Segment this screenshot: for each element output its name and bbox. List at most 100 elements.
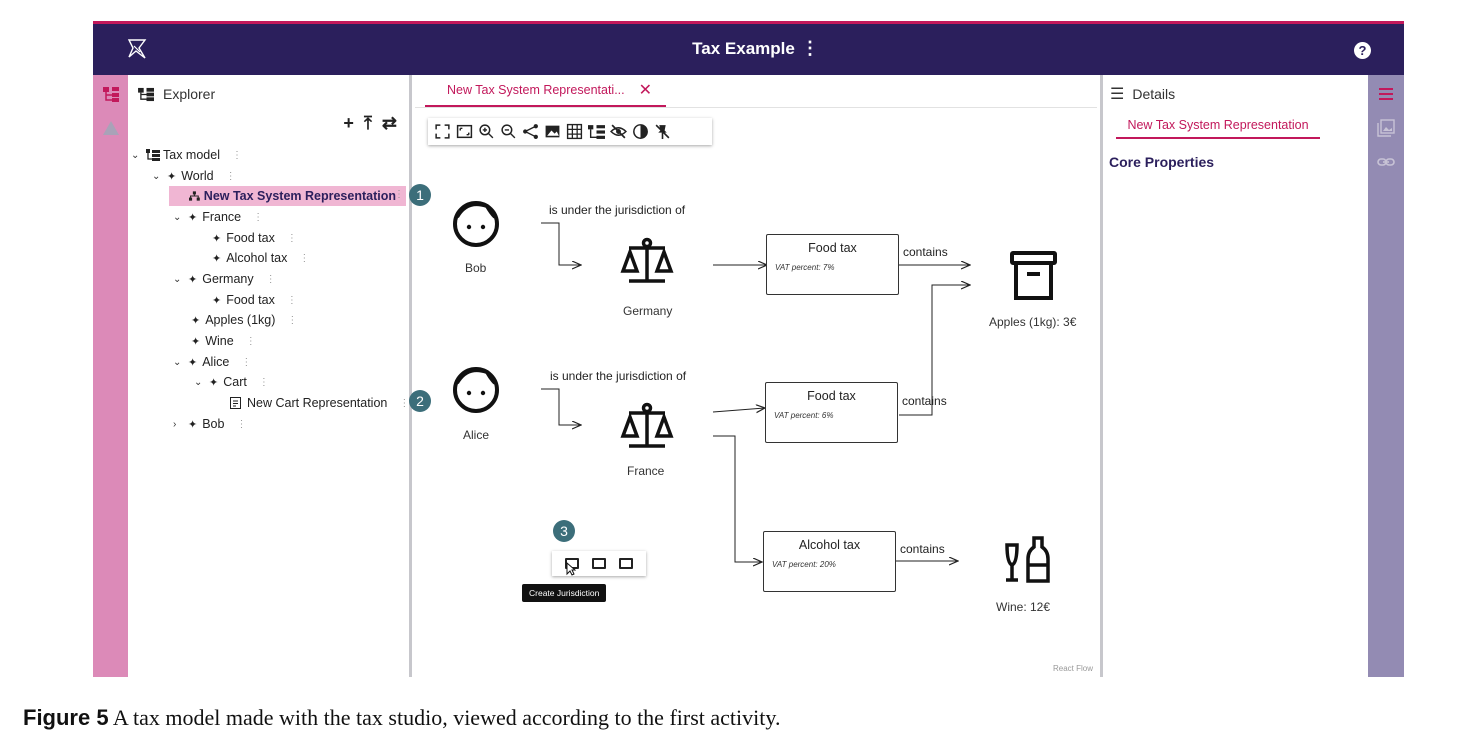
tree-item-alcohol-tax[interactable]: ✦ Alcohol tax ⋮ xyxy=(209,248,309,268)
chevron-down-icon[interactable]: ⌄ xyxy=(152,170,161,182)
create-node-button[interactable] xyxy=(591,558,606,569)
diagram-edges xyxy=(453,201,1057,583)
chevron-down-icon[interactable]: ⌄ xyxy=(173,211,182,223)
contrast-icon[interactable] xyxy=(632,123,649,140)
tree-item-wine[interactable]: ✦ Wine ⋮ xyxy=(188,331,256,351)
node-label-france[interactable]: France xyxy=(627,464,665,478)
edge-contains-2 xyxy=(899,285,970,416)
create-node-button[interactable] xyxy=(619,558,634,569)
tree-item-france[interactable]: ⌄ ✦ France ⋮ xyxy=(173,207,263,227)
tree-item-menu-icon[interactable]: ⋮ xyxy=(241,356,252,368)
tree-item-label: Alcohol tax xyxy=(226,251,288,265)
chevron-down-icon[interactable]: ⌄ xyxy=(173,273,182,285)
gallery-icon[interactable] xyxy=(1377,119,1395,137)
tree-item-alice[interactable]: ⌄ ✦ Alice ⋮ xyxy=(173,352,251,372)
tree-item-menu-icon[interactable]: ⋮ xyxy=(253,211,264,223)
link-icon[interactable] xyxy=(1377,153,1395,171)
tax-node-alcohol-tax[interactable]: Alcohol tax VAT percent: 20% xyxy=(763,531,896,592)
edge-label-jurisdiction[interactable]: is under the jurisdiction of xyxy=(550,369,687,383)
project-menu-icon[interactable]: ⋮ xyxy=(801,38,819,58)
top-bar: Tax Example ⋮ ? xyxy=(93,21,1404,75)
edge-label-jurisdiction[interactable]: is under the jurisdiction of xyxy=(549,203,686,217)
fit-icon[interactable] xyxy=(434,123,451,140)
node-label-germany[interactable]: Germany xyxy=(623,304,673,318)
tab-new-tax-system-representation[interactable]: New Tax System Representati... ✕ xyxy=(425,75,667,107)
element-icon: ✦ xyxy=(212,294,222,307)
tree-item-label: Alice xyxy=(202,355,230,369)
scale-icon-germany xyxy=(620,237,674,283)
tree-item-menu-icon[interactable]: ⋮ xyxy=(245,335,256,347)
tree-item-tax-model[interactable]: ⌄ Tax model ⋮ xyxy=(131,145,242,165)
node-label-wine[interactable]: Wine: 12€ xyxy=(996,600,1051,614)
share-icon[interactable] xyxy=(522,123,539,140)
explorer-tree-icon[interactable] xyxy=(102,85,120,103)
new-model-icon[interactable]: + xyxy=(343,113,354,133)
tax-node-food-tax-france[interactable]: Food tax VAT percent: 6% xyxy=(765,382,898,443)
details-panel: ☰ Details New Tax System Representation … xyxy=(1100,75,1368,677)
upload-icon[interactable]: ⤒ xyxy=(363,113,372,133)
diagram-editor[interactable]: New Tax System Representati... ✕ xyxy=(415,75,1097,677)
tree-item-menu-icon[interactable]: ⋮ xyxy=(286,232,297,244)
validation-warning-icon[interactable] xyxy=(102,119,120,137)
chevron-down-icon[interactable]: ⌄ xyxy=(131,149,140,161)
tree-item-food-tax-germany[interactable]: ✦ Food tax ⋮ xyxy=(209,290,297,310)
chevron-down-icon[interactable]: ⌄ xyxy=(173,356,182,368)
react-flow-attribution[interactable]: React Flow xyxy=(1052,664,1093,673)
tree-item-label: Cart xyxy=(223,375,247,389)
tree-item-menu-icon[interactable]: ⋮ xyxy=(299,252,310,264)
tree-item-bob[interactable]: › ✦ Bob ⋮ xyxy=(173,414,246,434)
tax-name: Alcohol tax xyxy=(798,538,861,552)
diagram-toolbar xyxy=(428,118,712,145)
tree-item-apples[interactable]: ✦ Apples (1kg) ⋮ xyxy=(188,310,297,330)
representation-icon xyxy=(189,191,200,201)
tree-item-menu-icon[interactable]: ⋮ xyxy=(394,189,404,200)
node-label-bob[interactable]: Bob xyxy=(465,261,487,275)
element-icon: ✦ xyxy=(188,356,198,369)
grid-icon[interactable] xyxy=(566,123,583,140)
tree-item-menu-icon[interactable]: ⋮ xyxy=(225,170,236,182)
tree-item-new-cart-representation[interactable]: New Cart Representation ⋮ xyxy=(230,393,409,413)
edge-label-contains[interactable]: contains xyxy=(903,245,948,259)
vat-percent: VAT percent: 20% xyxy=(772,560,836,569)
studio-logo-icon[interactable] xyxy=(125,37,149,61)
tree-item-menu-icon[interactable]: ⋮ xyxy=(287,314,298,326)
tree-item-menu-icon[interactable]: ⋮ xyxy=(286,294,297,306)
zoom-in-icon[interactable] xyxy=(478,123,495,140)
pin-off-icon[interactable] xyxy=(654,123,671,140)
help-icon[interactable]: ? xyxy=(1354,42,1371,59)
tree-item-menu-icon[interactable]: ⋮ xyxy=(236,418,247,430)
node-label-apples[interactable]: Apples (1kg): 3€ xyxy=(989,315,1077,329)
arrange-icon[interactable] xyxy=(588,123,605,140)
tab-details-representation[interactable]: New Tax System Representation xyxy=(1116,111,1320,139)
edge-label-contains[interactable]: contains xyxy=(900,542,945,556)
synchronize-icon[interactable]: ⇄ xyxy=(381,113,397,133)
tree-item-label: New Tax System Representation xyxy=(203,189,396,203)
tax-name: Food tax xyxy=(807,389,856,403)
chevron-down-icon[interactable]: ⌄ xyxy=(194,376,203,388)
tree-item-world[interactable]: ⌄ ✦ World ⋮ xyxy=(152,166,236,186)
export-image-icon[interactable] xyxy=(544,123,561,140)
tree-item-menu-icon[interactable]: ⋮ xyxy=(399,397,410,409)
close-icon[interactable]: ✕ xyxy=(638,82,653,99)
tree-item-menu-icon[interactable]: ⋮ xyxy=(231,149,242,161)
tree-item-menu-icon[interactable]: ⋮ xyxy=(258,376,269,388)
tax-name: Food tax xyxy=(808,241,857,255)
fit-selection-icon[interactable] xyxy=(456,123,473,140)
tree-item-germany[interactable]: ⌄ ✦ Germany ⋮ xyxy=(173,269,276,289)
node-label-alice[interactable]: Alice xyxy=(463,428,490,442)
tree-item-label: Tax model xyxy=(163,148,220,162)
details-menu-icon[interactable] xyxy=(1377,85,1395,103)
hide-icon[interactable] xyxy=(610,123,627,140)
tree-item-food-tax-france[interactable]: ✦ Food tax ⋮ xyxy=(209,228,297,248)
explorer-header: Explorer xyxy=(138,85,215,103)
chevron-right-icon[interactable]: › xyxy=(173,418,177,430)
tree-item-menu-icon[interactable]: ⋮ xyxy=(265,273,276,285)
tax-node-food-tax-germany[interactable]: Food tax VAT percent: 7% xyxy=(766,234,899,295)
tree-item-new-tax-system-representation[interactable]: New Tax System Representation xyxy=(169,186,406,206)
zoom-out-icon[interactable] xyxy=(500,123,517,140)
callout-badge: 3 xyxy=(553,520,575,542)
left-sidebar-rail xyxy=(93,75,128,677)
edge-label-contains[interactable]: contains xyxy=(902,394,947,408)
tree-item-cart[interactable]: ⌄ ✦ Cart ⋮ xyxy=(194,372,269,392)
tab-label: New Tax System Representati... xyxy=(447,83,625,97)
